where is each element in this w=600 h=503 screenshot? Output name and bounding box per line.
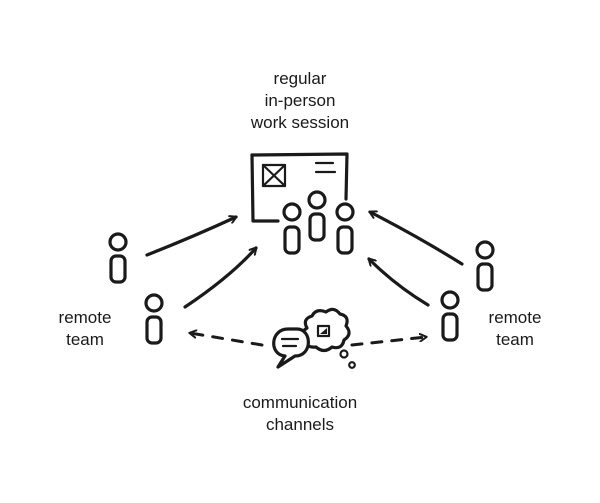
person-icon [440, 290, 460, 342]
session-label-line-3: work session [250, 113, 350, 132]
remote-team-left-line-2: team [66, 330, 104, 349]
remote-team-right-line-1: remote [488, 308, 542, 327]
remote-team-right-label: remote team [470, 307, 560, 351]
remote-team-left [108, 232, 164, 345]
remote-team-left-line-1: remote [58, 308, 112, 327]
communication-label-line-1: communication [242, 393, 358, 412]
session-label-line-1: regular [273, 69, 327, 88]
communication-label-line-2: channels [265, 415, 335, 434]
arrow-left-bottom [183, 246, 258, 309]
whiteboard-icon [250, 152, 349, 223]
chat-bubble-icon [272, 327, 310, 369]
arrow-right-top [370, 210, 464, 266]
session-label-line-2: in-person [264, 91, 336, 110]
arrow-right-bottom [367, 257, 430, 307]
person-icon [282, 202, 302, 255]
remote-team-right-line-2: team [496, 330, 534, 349]
dashed-arrow-left [190, 333, 264, 347]
person-icon [144, 293, 164, 345]
remote-team-right [440, 240, 495, 342]
communication-label: communication channels [190, 392, 410, 436]
in-person-group [282, 190, 355, 255]
person-icon [307, 190, 327, 242]
person-icon [335, 202, 355, 255]
person-icon [475, 240, 495, 292]
session-label: regular in-person work session [210, 68, 390, 134]
dashed-arrow-right [350, 337, 426, 347]
person-icon [108, 232, 128, 284]
arrow-left-top [145, 217, 236, 257]
thought-bubble-icon [300, 307, 356, 369]
remote-team-left-label: remote team [40, 307, 130, 351]
